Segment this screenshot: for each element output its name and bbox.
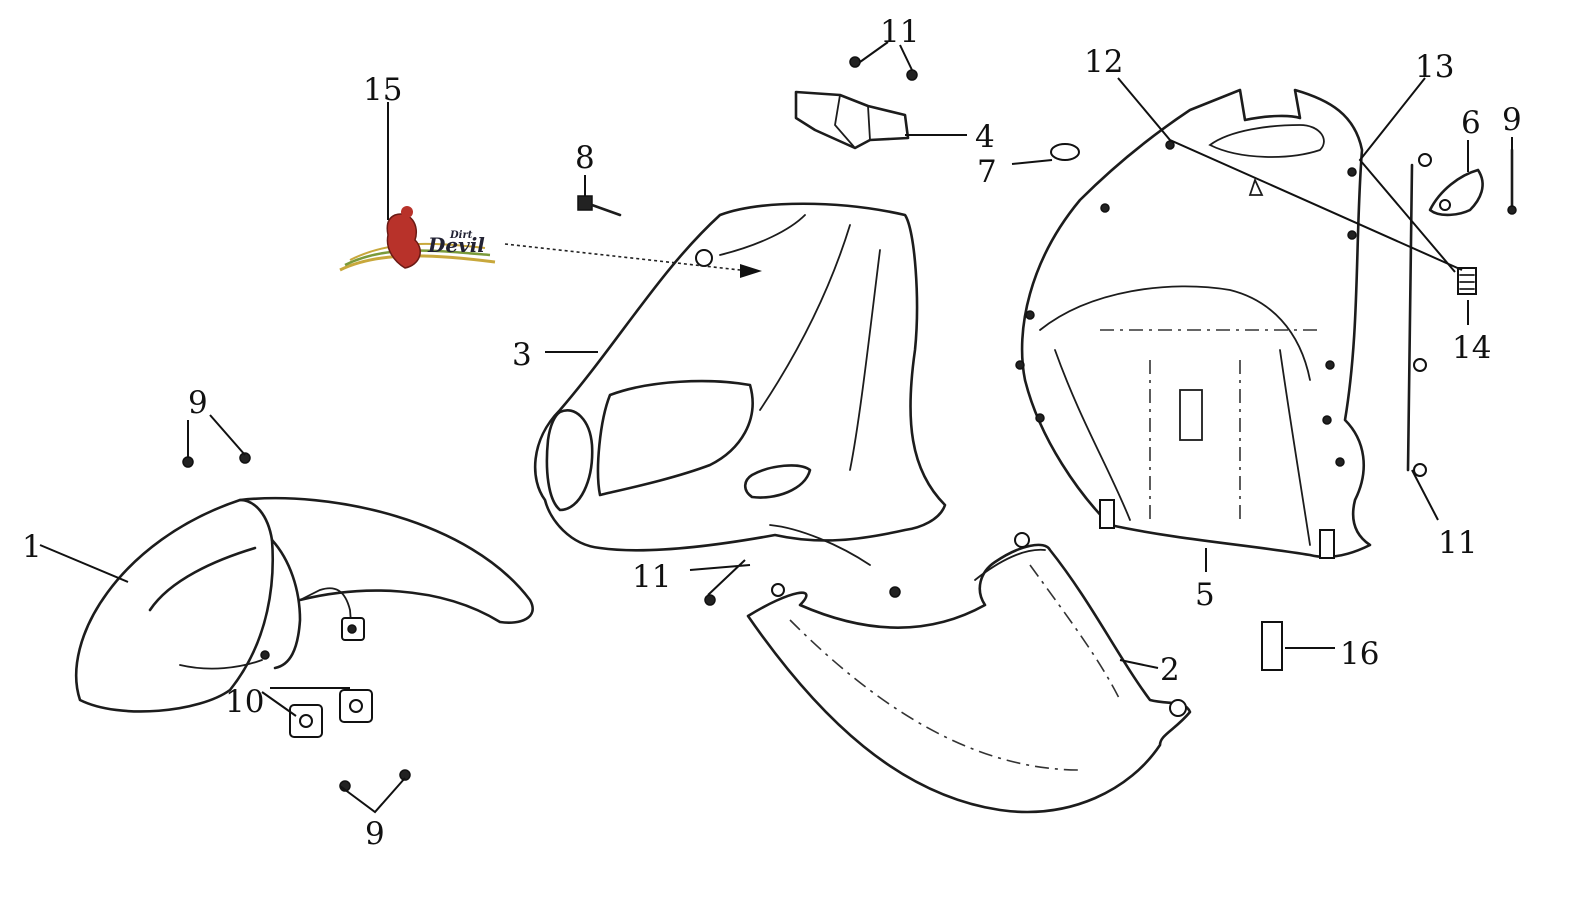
nuts-part-10	[289, 689, 373, 738]
callout-11-middle: 11	[632, 559, 671, 595]
callout-7: 7	[977, 154, 997, 190]
small-cover-part-4	[794, 90, 910, 150]
callout-2: 2	[1160, 652, 1180, 688]
logo-main-text: Devil	[427, 233, 485, 257]
callout-4: 4	[975, 119, 995, 155]
front-shield-part-3	[533, 202, 947, 566]
logo-small-text: Dirt	[449, 230, 473, 241]
rubber-pad-part-14	[1457, 267, 1477, 295]
callout-1: 1	[22, 529, 42, 565]
sticker-part-16	[1261, 621, 1283, 671]
leader-lines	[39, 41, 1513, 814]
callout-16: 16	[1340, 636, 1379, 672]
callout-10: 10	[225, 684, 264, 720]
callout-12: 12	[1084, 44, 1123, 80]
callout-15: 15	[363, 72, 402, 108]
callout-9-right: 9	[1502, 102, 1522, 138]
front-fender-part-1	[74, 496, 534, 713]
callout-6: 6	[1461, 105, 1481, 141]
inner-leg-shield-part-5	[1015, 88, 1372, 559]
callout-5: 5	[1195, 577, 1215, 613]
clip-part-7	[1050, 143, 1080, 161]
callout-labels: 1 2 3 4 5 6 7 8 9 9 9 10 11 11 11 12 13 …	[22, 14, 1522, 852]
callout-3: 3	[512, 337, 532, 373]
bolt-part-8	[577, 195, 622, 217]
callout-14: 14	[1452, 330, 1491, 366]
dirt-devil-logo-decal-part-15: Dirt Devil	[339, 206, 496, 272]
callout-13: 13	[1415, 49, 1454, 85]
callout-11-right: 11	[1438, 525, 1477, 561]
callout-9-left: 9	[188, 385, 208, 421]
screws-hardware	[182, 56, 1517, 792]
callout-8: 8	[575, 140, 595, 176]
callout-11-top: 11	[880, 14, 919, 50]
bracket-part-6	[1428, 168, 1484, 217]
lower-front-cover-part-2	[746, 532, 1192, 814]
callout-9-bottom: 9	[365, 816, 385, 852]
